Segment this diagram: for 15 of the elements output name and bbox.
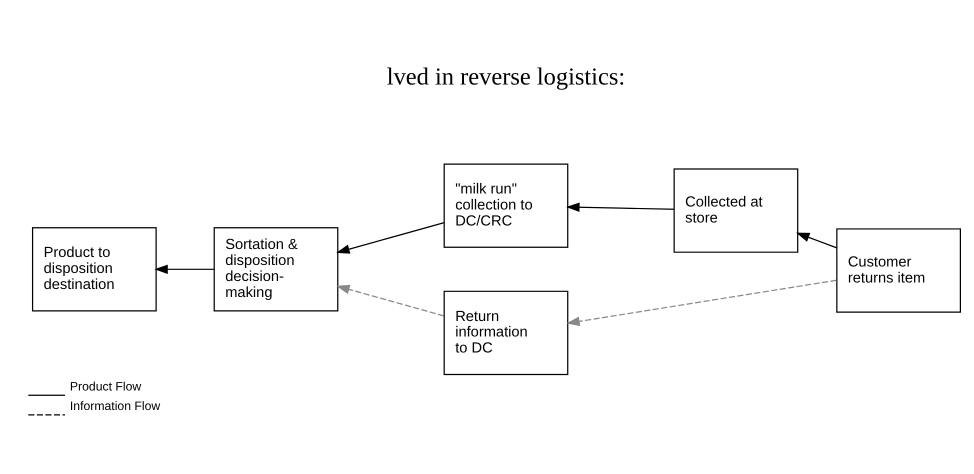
arrow [336,284,444,316]
arrow [154,264,214,274]
legend-label: Information Flow [70,398,160,412]
node-box: Sortation & disposition decision-making [214,226,338,311]
node-box: "milk run" collection to DC/CRC [444,163,568,248]
node-box: Collected at store [674,168,798,252]
node-box: Return information to DC [444,290,568,375]
arrow [566,279,837,326]
arrow [336,222,444,254]
node-box: Product to disposition destination [32,226,157,311]
node-box: Customer returns item [836,228,961,312]
label: lved in reverse logistics: [386,63,626,90]
arrow [566,202,674,212]
arrow [796,232,838,248]
legend-label: Product Flow [70,378,142,393]
